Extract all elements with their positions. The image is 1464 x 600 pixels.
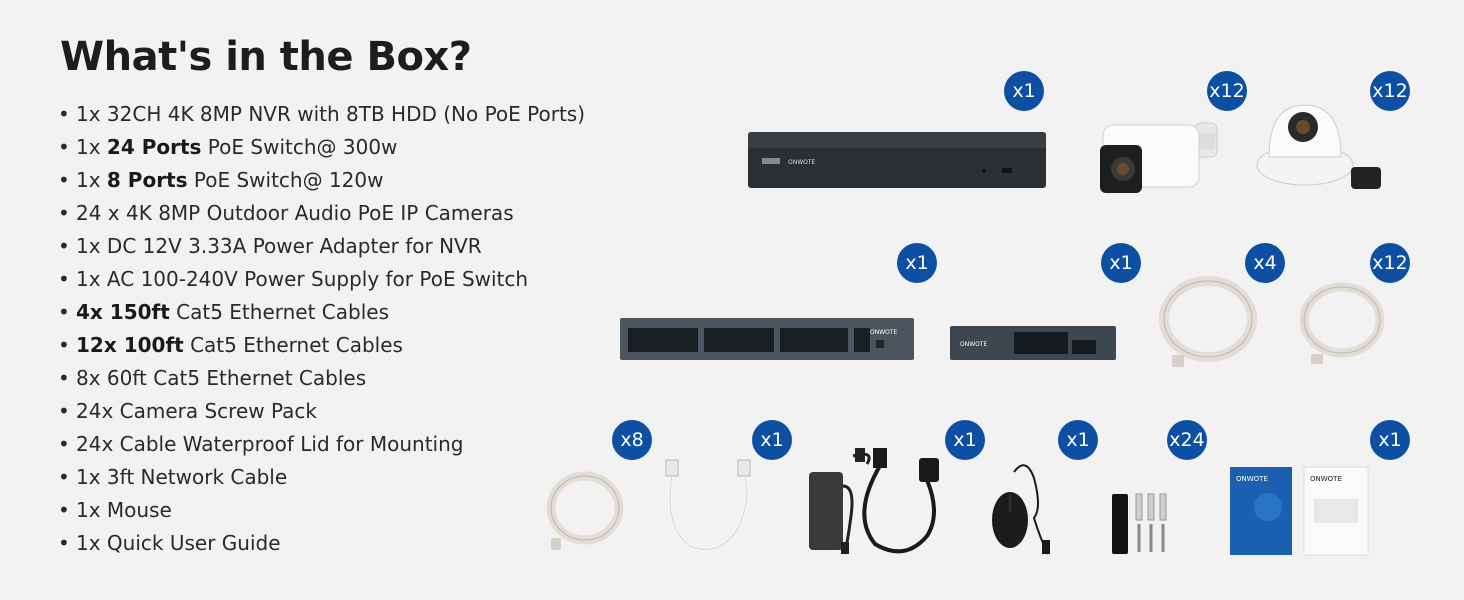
svg-text:ONWOTE: ONWOTE <box>1310 475 1342 483</box>
list-item: •4x 150ft Cat5 Ethernet Cables <box>58 300 390 324</box>
mouse-image <box>990 458 1060 562</box>
badge-screw-pack: x24 <box>1167 420 1207 460</box>
badge-quick-guide: x1 <box>1370 420 1410 460</box>
switch-8-port-image: ONWOTE <box>950 326 1118 366</box>
badge-nvr: x1 <box>1004 71 1044 111</box>
nvr-image: ONWOTE <box>748 128 1048 194</box>
badge-cable-60ft: x8 <box>612 420 652 460</box>
network-cable-3ft-image <box>660 458 755 560</box>
list-item: •1x DC 12V 3.33A Power Adapter for NVR <box>58 234 482 258</box>
list-item: •1x 24 Ports PoE Switch@ 300w <box>58 135 398 159</box>
svg-text:ONWOTE: ONWOTE <box>788 159 816 166</box>
cable-100ft-image <box>1297 280 1387 374</box>
list-item: •1x AC 100-240V Power Supply for PoE Swi… <box>58 267 529 291</box>
list-item: •1x 32CH 4K 8MP NVR with 8TB HDD (No PoE… <box>58 102 586 126</box>
badge-power-adapter: x1 <box>945 420 985 460</box>
badge-dome-camera: x12 <box>1370 71 1410 111</box>
contents-list: •1x 32CH 4K 8MP NVR with 8TB HDD (No PoE… <box>58 100 585 562</box>
cable-150ft-image <box>1158 275 1258 374</box>
list-item: •24x Cable Waterproof Lid for Mounting <box>58 432 464 456</box>
quick-guide-image: ONWOTE ONWOTE <box>1228 465 1373 561</box>
power-adapter-image <box>805 446 880 560</box>
cable-60ft-image <box>545 468 625 557</box>
dome-camera-image <box>1255 95 1395 199</box>
svg-text:ONWOTE: ONWOTE <box>960 341 988 348</box>
list-item: •24 x 4K 8MP Outdoor Audio PoE IP Camera… <box>58 201 514 225</box>
switch-24-port-image: ONWOTE <box>620 318 916 366</box>
badge-network-cable-3ft: x1 <box>752 420 792 460</box>
bullet-camera-image <box>1095 115 1230 204</box>
list-item: •12x 100ft Cat5 Ethernet Cables <box>58 333 403 357</box>
list-item: •24x Camera Screw Pack <box>58 399 317 423</box>
badge-bullet-camera: x12 <box>1207 71 1247 111</box>
badge-cable-100ft: x12 <box>1370 243 1410 283</box>
badge-switch-8: x1 <box>1101 243 1141 283</box>
list-item: •1x Mouse <box>58 498 172 522</box>
screw-pack-image <box>1108 488 1188 560</box>
badge-mouse: x1 <box>1058 420 1098 460</box>
page-title: What's in the Box? <box>60 34 472 80</box>
list-item: •8x 60ft Cat5 Ethernet Cables <box>58 366 367 390</box>
list-item: •1x Quick User Guide <box>58 531 281 555</box>
svg-text:ONWOTE: ONWOTE <box>1236 475 1268 483</box>
list-item: •1x 8 Ports PoE Switch@ 120w <box>58 168 384 192</box>
svg-text:ONWOTE: ONWOTE <box>870 329 898 336</box>
badge-cable-150ft: x4 <box>1245 243 1285 283</box>
power-supply-cord-image <box>855 444 945 560</box>
badge-switch-24: x1 <box>897 243 937 283</box>
list-item: •1x 3ft Network Cable <box>58 465 288 489</box>
